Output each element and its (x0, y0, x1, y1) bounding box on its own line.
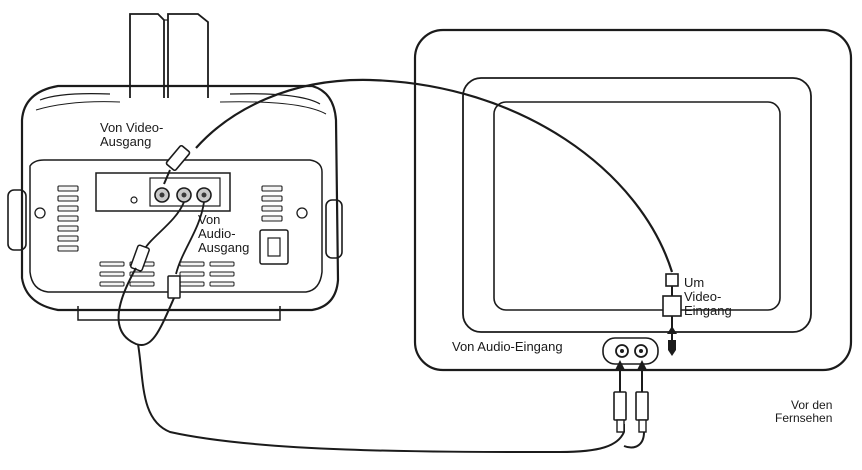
arrow-up-icon (637, 360, 647, 370)
television (413, 28, 853, 372)
video-plug-tv (662, 295, 682, 317)
output-jacks (154, 187, 212, 203)
player-base (77, 306, 281, 321)
vent-right (261, 185, 283, 222)
power-socket (259, 229, 289, 265)
side-knob-left (7, 189, 27, 251)
screw-icon (34, 207, 46, 219)
screw-icon (296, 207, 308, 219)
label-audio-in: Von Audio-Eingang (452, 339, 563, 354)
tv-housing (413, 28, 853, 372)
tv-audio-input-panel (602, 337, 659, 365)
label-video-out: Von Video- Ausgang (100, 120, 164, 149)
tv-bezel (462, 77, 812, 333)
arrow-up-icon (615, 360, 625, 370)
vent-left (57, 185, 79, 252)
screw-icon (130, 196, 138, 204)
dvd-player-back (7, 13, 343, 321)
audio-plug-player-left (130, 244, 150, 272)
side-knob-right (325, 199, 343, 259)
back-panel (29, 159, 323, 293)
label-video-in: Um Video- Eingang (684, 275, 732, 318)
arrow-down-icon (667, 326, 677, 334)
jack-panel (95, 172, 231, 212)
label-audio-out: Von Audio- Ausgang (198, 212, 250, 255)
video-plug-player (165, 144, 191, 172)
video-in-jack (668, 340, 676, 356)
handle-right (167, 13, 209, 98)
audio-plug-player-right (167, 275, 181, 299)
vent-bottom (99, 261, 235, 287)
label-front-of-tv: Vor den Fernsehen (775, 398, 833, 425)
tv-screen (493, 101, 781, 311)
handle-left (129, 13, 165, 98)
video-plug-tv-top (665, 273, 679, 287)
video-cable (163, 78, 682, 340)
audio-cable (117, 201, 649, 454)
audio-plug-tv-left (613, 391, 627, 421)
audio-plug-tv-right (635, 391, 649, 421)
